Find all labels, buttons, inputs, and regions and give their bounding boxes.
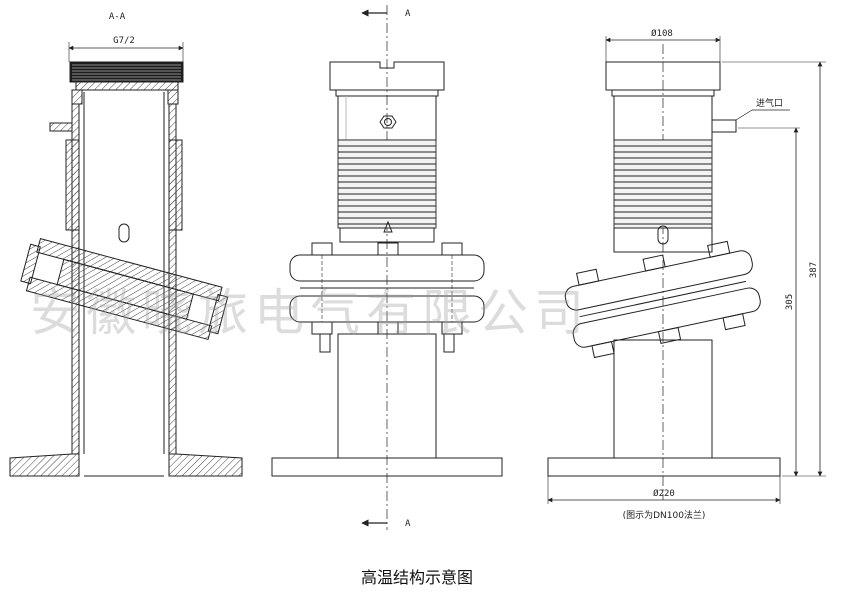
front-view: A A [271,5,503,530]
side-view: Ø108 进气口 [547,28,826,521]
cut-label-top: A [405,9,411,19]
bellows-section [65,139,183,231]
flange-note: (图示为DN100法兰) [623,509,706,521]
inlet-label: 进气口 [756,97,783,109]
tilted-window-section [20,238,229,341]
bellows [337,139,437,229]
cut-label-bottom: A [405,519,411,529]
dim-top-diameter: Ø108 [651,28,673,39]
dim-base-diameter: Ø220 [653,488,675,499]
figure-caption: 高温结构示意图 [361,568,473,587]
base-plate [271,457,503,477]
thread-label: G7/2 [113,36,135,46]
gas-inlet-pipe [711,119,737,133]
gas-inlet-nut [379,115,397,129]
dim-height-inner: 305 [785,294,795,310]
dim-height-total: 387 [809,262,819,278]
tilted-flange [564,240,761,359]
section-view-a-a: A-A G7/2 [9,12,243,477]
thread-lines [72,64,181,81]
section-label: A-A [109,12,126,22]
base-flange-section [9,453,80,477]
gas-inlet-section [49,122,73,132]
double-flange [289,242,485,353]
watermark: 安徽晓旅电气有限公司 [30,284,590,342]
